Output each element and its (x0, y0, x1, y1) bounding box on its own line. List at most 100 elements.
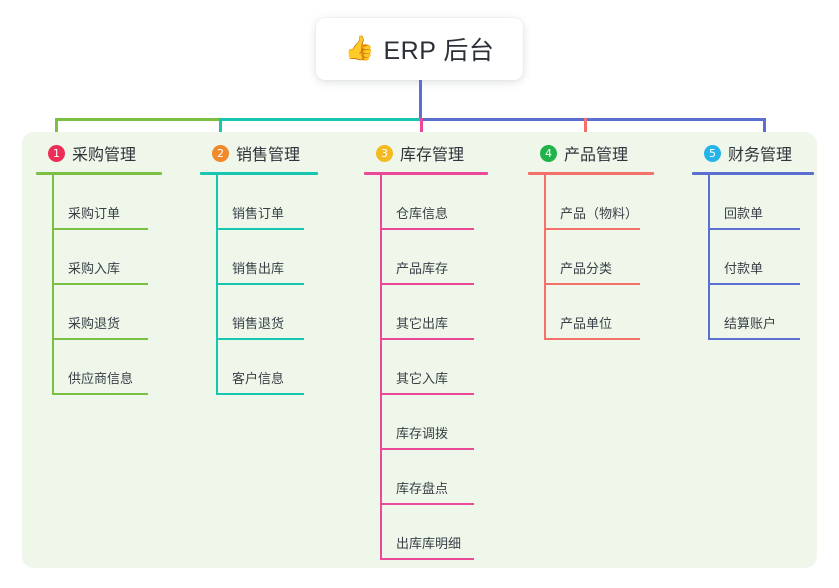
tree-item[interactable]: 供应商信息 (36, 340, 162, 395)
tree-item-label: 出库库明细 (396, 536, 462, 551)
tree-item[interactable]: 产品（物料） (528, 175, 654, 230)
tree-item-underline (380, 448, 474, 450)
root-stem-line (419, 80, 422, 121)
tree-item-label: 采购订单 (68, 206, 121, 221)
tree-item-label: 结算账户 (724, 316, 777, 331)
tree-item-underline (708, 338, 800, 340)
tree-item-label: 付款单 (724, 261, 764, 276)
drop-line-1 (55, 118, 58, 140)
column-items: 产品（物料） 产品分类产品单位 (528, 175, 654, 340)
column-items: 仓库信息产品库存其它出库其它入库库存调拨库存盘点出库库明细 (364, 175, 488, 560)
tree-item-underline (52, 393, 148, 395)
tree-item-label: 仓库信息 (396, 206, 449, 221)
root-node-content: 👍 ERP 后台 (345, 31, 495, 67)
column-underline (364, 172, 488, 175)
tree-item[interactable]: 库存调拨 (364, 395, 488, 450)
tree-item-label: 其它出库 (396, 316, 449, 331)
column-number-badge: 3 (376, 144, 393, 162)
tree-item[interactable]: 采购入库 (36, 230, 162, 285)
column-underline (528, 172, 654, 175)
drop-line-5 (763, 118, 766, 140)
tree-item-underline (216, 283, 304, 285)
tree-item-label: 采购入库 (68, 261, 121, 276)
tree-item-underline (544, 228, 640, 230)
root-node-card[interactable]: 👍 ERP 后台 (316, 18, 523, 80)
column-title: 库存管理 (400, 147, 465, 164)
column-number-badge: 5 (704, 144, 721, 162)
column-underline (200, 172, 318, 175)
column-items: 采购订单采购入库采购退货供应商信息 (36, 175, 162, 395)
mindmap-panel (22, 132, 817, 568)
tree-item-label: 客户信息 (232, 371, 285, 386)
branch-spine (52, 175, 54, 395)
tree-item-label: 销售出库 (232, 261, 285, 276)
tree-item-underline (708, 283, 800, 285)
tree-item-underline (52, 338, 148, 340)
column-items: 回款单付款单结算账户 (692, 175, 814, 340)
tree-item-label: 库存调拨 (396, 426, 449, 441)
tree-item[interactable]: 库存盘点 (364, 450, 488, 505)
drop-line-3 (420, 118, 423, 140)
tree-item-underline (216, 393, 304, 395)
bus-segment-1 (55, 118, 222, 121)
tree-item[interactable]: 销售出库 (200, 230, 318, 285)
tree-item-underline (380, 558, 474, 560)
column-title: 销售管理 (236, 147, 301, 164)
tree-item-label: 产品库存 (396, 261, 449, 276)
tree-item[interactable]: 付款单 (692, 230, 814, 285)
branch-spine (544, 175, 546, 340)
thumbs-up-icon: 👍 (344, 35, 375, 62)
tree-item[interactable]: 出库库明细 (364, 505, 488, 560)
tree-item-label: 销售退货 (232, 316, 285, 331)
column-header-2[interactable]: 2 销售管理 (200, 140, 318, 166)
tree-item-underline (52, 228, 148, 230)
tree-item[interactable]: 回款单 (692, 175, 814, 230)
tree-item[interactable]: 销售订单 (200, 175, 318, 230)
drop-line-4 (584, 118, 587, 140)
column-underline (692, 172, 814, 175)
tree-item[interactable]: 采购退货 (36, 285, 162, 340)
column-header-3[interactable]: 3 库存管理 (364, 140, 488, 166)
tree-item[interactable]: 客户信息 (200, 340, 318, 395)
tree-item-label: 其它入库 (396, 371, 449, 386)
column-3: 3 库存管理仓库信息产品库存其它出库其它入库库存调拨库存盘点出库库明细 (364, 140, 488, 560)
column-underline (36, 172, 162, 175)
tree-item[interactable]: 其它入库 (364, 340, 488, 395)
column-2: 2 销售管理销售订单销售出库销售退货客户信息 (200, 140, 318, 395)
tree-item-underline (380, 393, 474, 395)
tree-item-underline (380, 338, 474, 340)
tree-item[interactable]: 产品分类 (528, 230, 654, 285)
tree-item-underline (544, 283, 640, 285)
drop-line-2 (219, 118, 222, 140)
tree-item-label: 产品（物料） (560, 206, 639, 221)
tree-item[interactable]: 仓库信息 (364, 175, 488, 230)
tree-item[interactable]: 产品单位 (528, 285, 654, 340)
tree-item[interactable]: 结算账户 (692, 285, 814, 340)
tree-item[interactable]: 采购订单 (36, 175, 162, 230)
tree-item[interactable]: 其它出库 (364, 285, 488, 340)
tree-item-underline (380, 283, 474, 285)
tree-item-underline (52, 283, 148, 285)
tree-item-label: 采购退货 (68, 316, 121, 331)
column-title: 采购管理 (72, 147, 137, 164)
bus-segment-3 (420, 118, 766, 121)
bus-segment-2 (219, 118, 423, 121)
column-items: 销售订单销售出库销售退货客户信息 (200, 175, 318, 395)
tree-item-label: 供应商信息 (68, 371, 134, 386)
tree-item-label: 销售订单 (232, 206, 285, 221)
tree-item-underline (216, 338, 304, 340)
tree-item-underline (380, 228, 474, 230)
tree-item-label: 产品分类 (560, 261, 613, 276)
tree-item-label: 产品单位 (560, 316, 613, 331)
column-number-badge: 2 (212, 144, 229, 162)
tree-item[interactable]: 销售退货 (200, 285, 318, 340)
tree-item-underline (380, 503, 474, 505)
column-number-badge: 4 (540, 144, 557, 162)
tree-item[interactable]: 产品库存 (364, 230, 488, 285)
